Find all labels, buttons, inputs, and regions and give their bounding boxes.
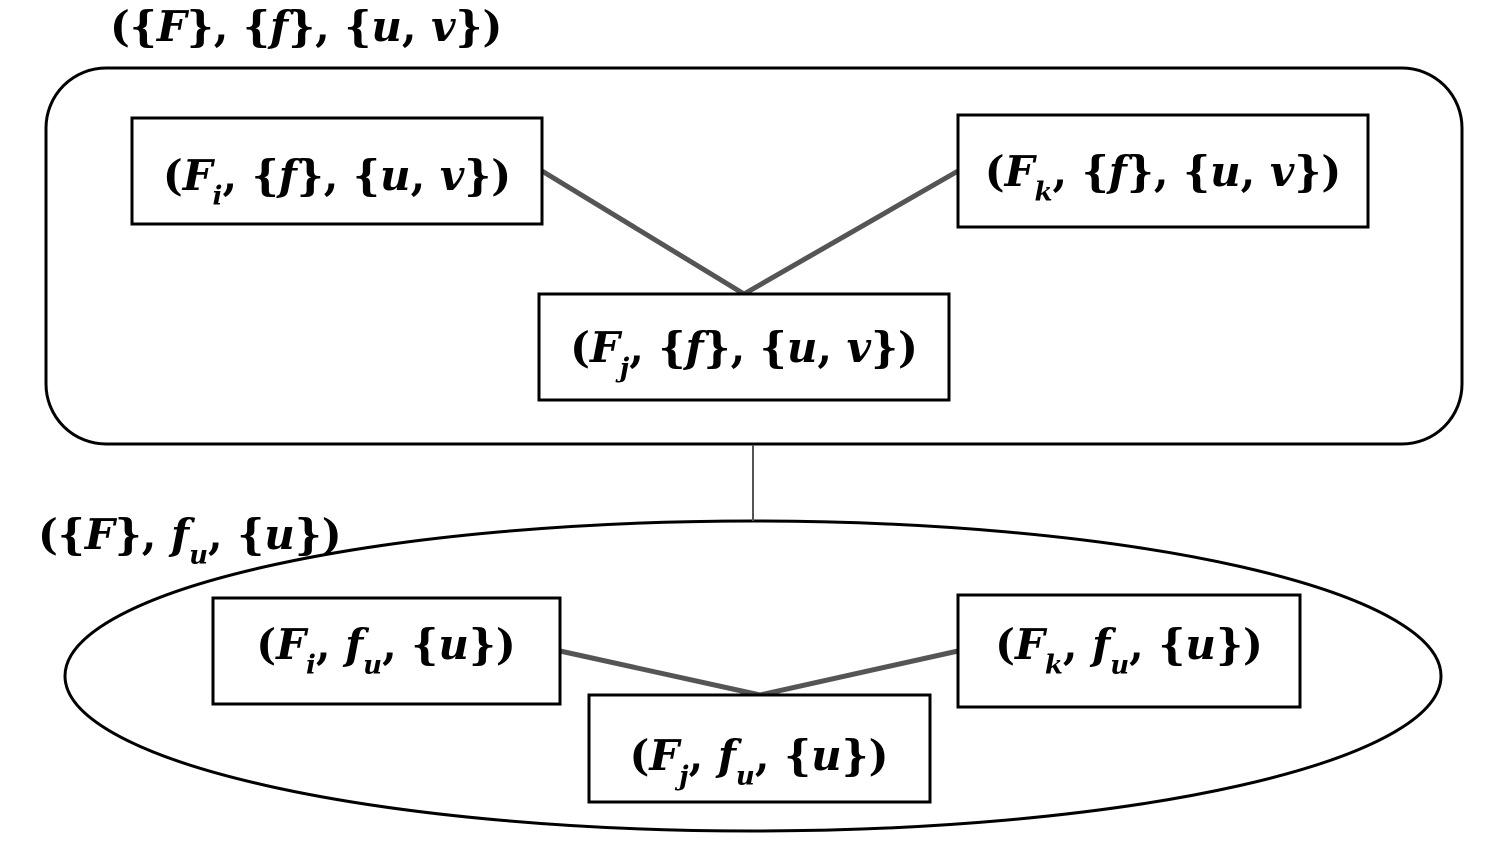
lower-edge-fi-fj [559, 648, 761, 698]
upper-node-fi-label: (Fi, {f}, {u, v}) [162, 151, 512, 212]
lower-group-label: ({F}, fu, {u}) [38, 510, 342, 571]
upper-group-label: ({F}, {f}, {u, v}) [110, 2, 503, 51]
lower-node-fi-box [211, 596, 562, 706]
upper-node-fk-box [956, 113, 1370, 229]
lower-node-fk-box [956, 593, 1302, 709]
upper-edge-fk-fj [742, 168, 960, 297]
upper-group-container [44, 66, 1464, 446]
lower-node-fi-label: (Fi, fu, {u}) [256, 620, 516, 681]
lower-edge-fk-fj [759, 648, 959, 698]
upper-node-fi-box [130, 116, 544, 226]
upper-node-fj-label: (Fj, {f}, {u, v}) [570, 323, 918, 384]
upper-node-fj-box [537, 292, 951, 402]
upper-node-fk-label: (Fk, {f}, {u, v}) [984, 147, 1342, 208]
lower-node-fj-box [587, 693, 932, 804]
lower-node-fk-label: (Fk, fu, {u}) [995, 620, 1263, 681]
lower-node-fj-label: (Fj, fu, {u}) [629, 731, 889, 792]
upper-edge-fi-fj [540, 168, 746, 297]
